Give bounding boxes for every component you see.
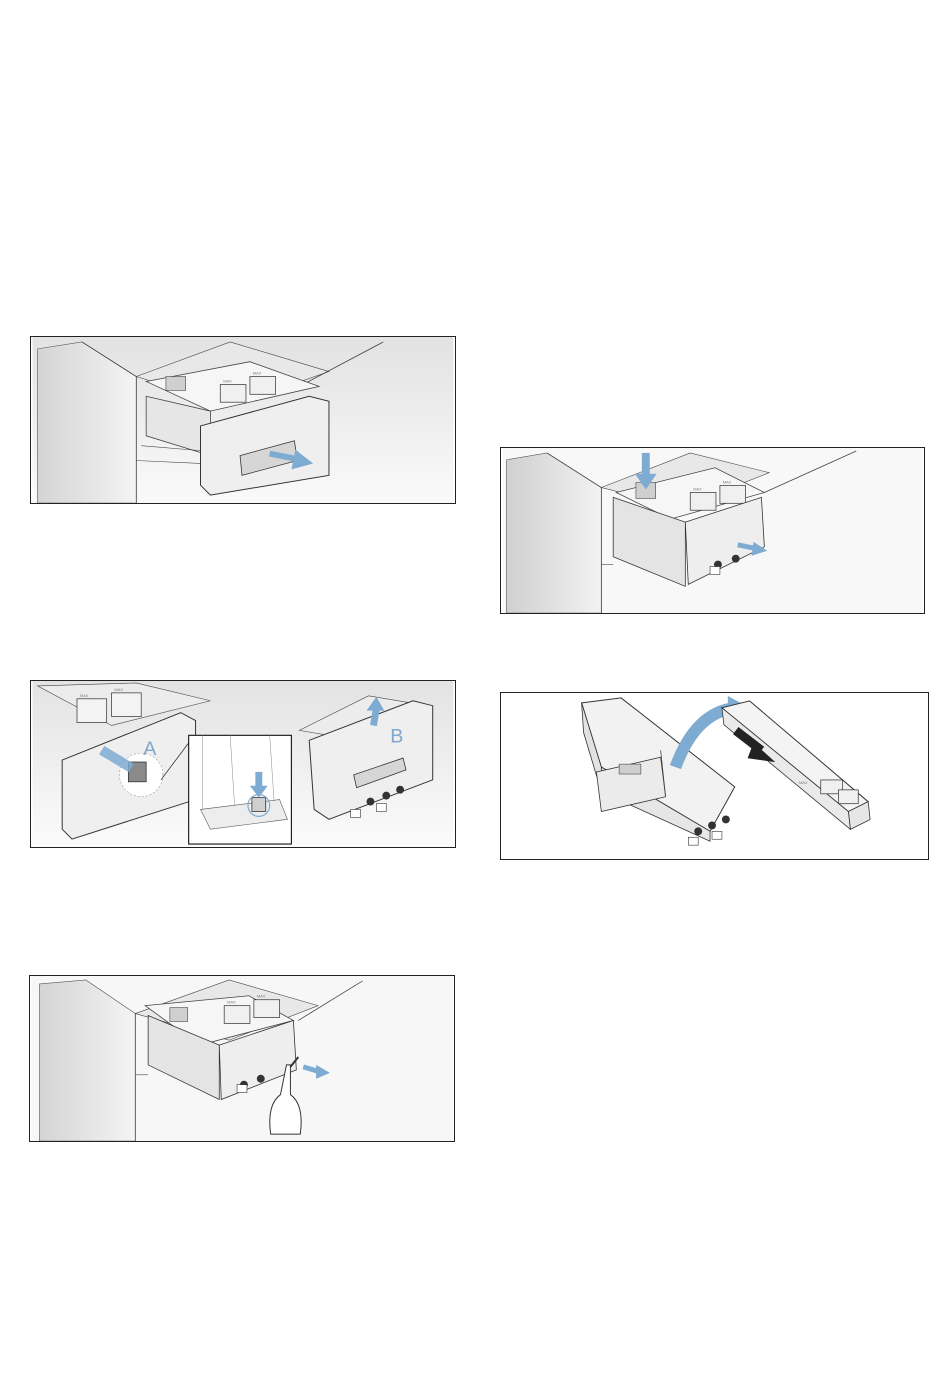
figure-press-insert: MAX MAX bbox=[500, 447, 925, 614]
max-mark: MAX bbox=[80, 693, 89, 698]
figure-pour-water: MAX MAX bbox=[29, 975, 455, 1142]
figure-release-lever: MAX MAX A B bbox=[30, 680, 456, 848]
max-mark: MAX bbox=[227, 1000, 236, 1005]
figure-separate-insert: MAX bbox=[500, 692, 929, 860]
max-mark: MAX bbox=[253, 371, 262, 376]
max-mark: MAX bbox=[799, 780, 808, 785]
lever-illustration: MAX MAX A B bbox=[31, 681, 455, 847]
drawer-illustration: MAX MAX bbox=[31, 337, 455, 503]
press-illustration: MAX MAX bbox=[501, 448, 924, 613]
pour-illustration: MAX MAX bbox=[30, 976, 454, 1141]
max-mark: MAX bbox=[693, 486, 702, 491]
max-mark: MAX bbox=[223, 378, 232, 383]
max-mark: MAX bbox=[723, 480, 732, 485]
label-b: B bbox=[390, 725, 403, 747]
separate-illustration: MAX bbox=[501, 693, 928, 859]
max-mark: MAX bbox=[115, 687, 124, 692]
label-a: A bbox=[143, 738, 157, 760]
lift-arrow-b bbox=[373, 709, 376, 726]
figure-pull-drawer: MAX MAX bbox=[30, 336, 456, 504]
max-mark: MAX bbox=[257, 994, 266, 999]
zoom-inset bbox=[189, 735, 292, 844]
